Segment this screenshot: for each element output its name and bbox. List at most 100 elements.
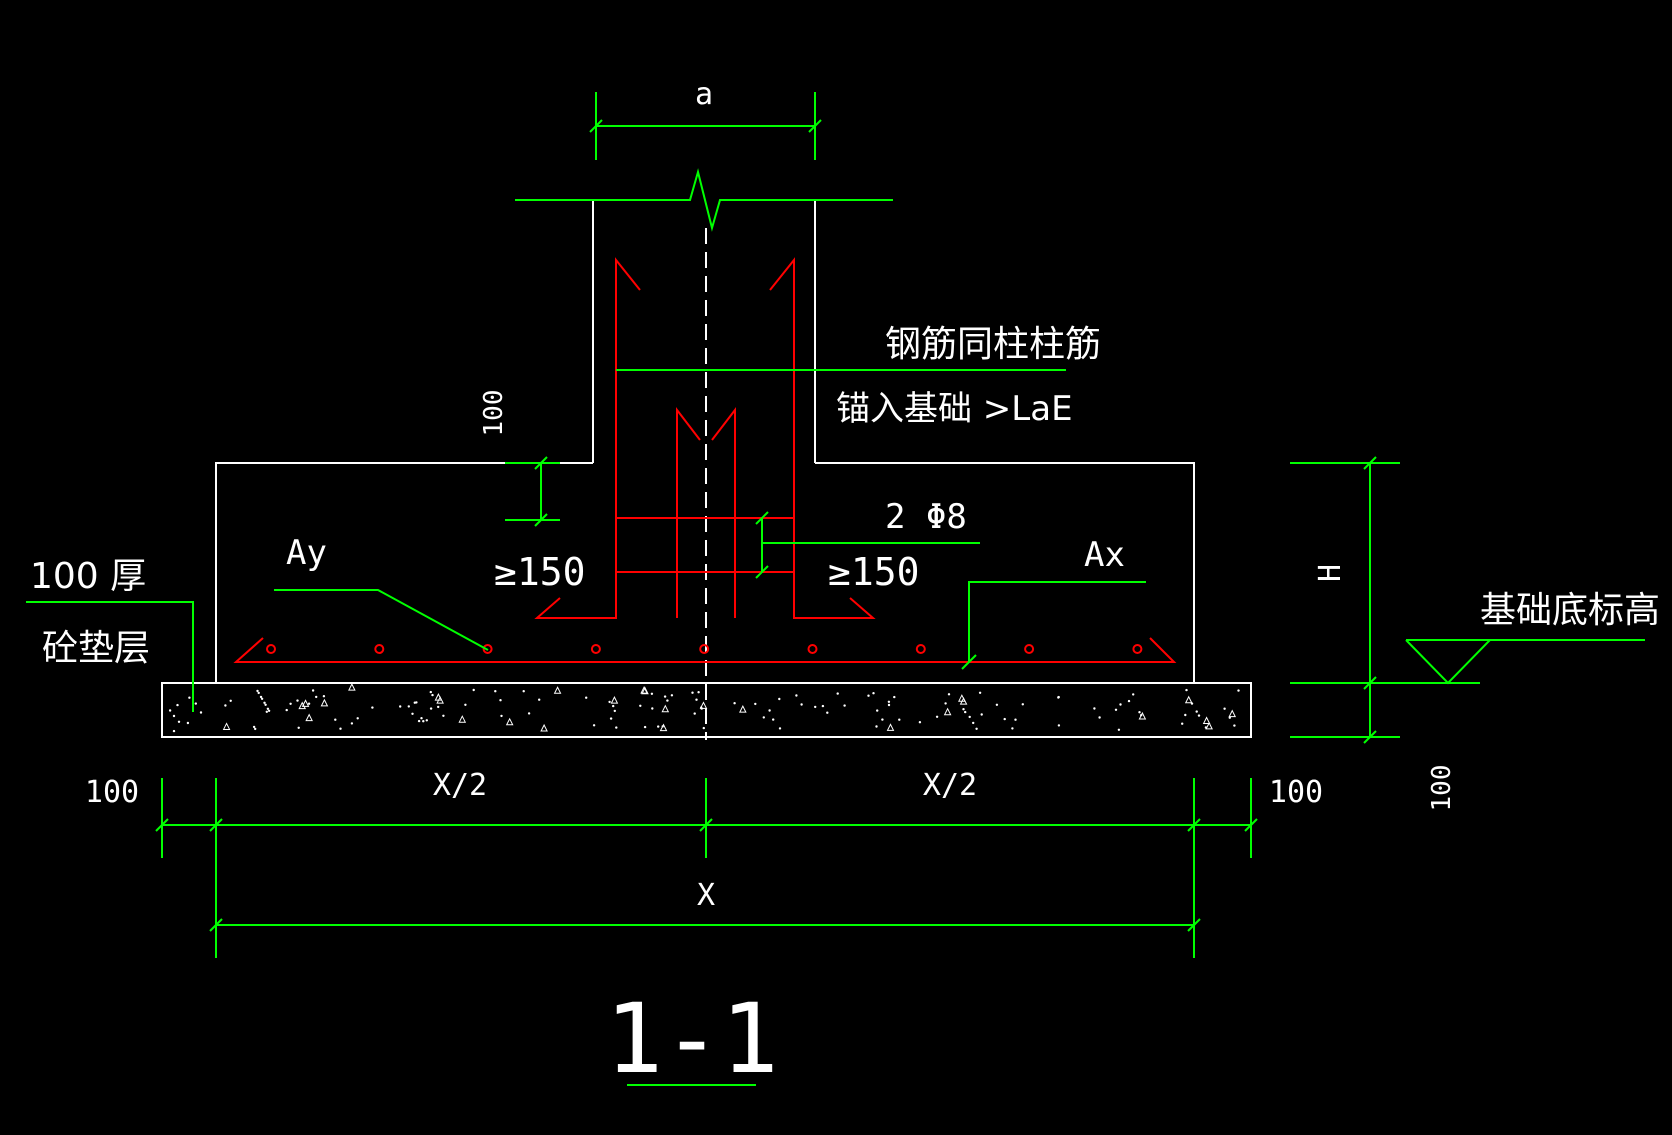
- hatch-triangle: [222, 722, 231, 730]
- bottom-bar-section: [1132, 644, 1143, 654]
- hatch-dot: [843, 704, 846, 707]
- hatch-triangle: [959, 697, 968, 705]
- hatch-dot: [256, 689, 259, 693]
- hatch-dot: [762, 716, 765, 719]
- hatch-dot: [1011, 727, 1014, 730]
- hatch-dot: [666, 699, 669, 702]
- label-stirrup: 2 Φ8: [885, 497, 967, 537]
- hatch-dot: [700, 707, 703, 710]
- hatch-dot: [795, 694, 798, 697]
- hatch-dot: [1237, 689, 1240, 692]
- label-min-150-right: ≥150: [828, 550, 920, 594]
- label-ay: Ay: [286, 533, 327, 573]
- hatch-dot: [887, 703, 891, 707]
- bottom-bar-section: [699, 644, 710, 654]
- hatch-triangle: [659, 723, 668, 732]
- label-ax: Ax: [1084, 535, 1125, 575]
- break-line: [515, 168, 893, 232]
- hatch-dot: [693, 712, 696, 715]
- dimension-lines: [26, 92, 1645, 1086]
- hatch-dot: [1233, 724, 1236, 727]
- hatch-dot: [1021, 703, 1024, 706]
- hatch-dot: [670, 694, 674, 697]
- hatch-triangle: [1138, 711, 1147, 720]
- hatch-triangle: [640, 686, 648, 694]
- hatch-dot: [322, 695, 326, 698]
- hatch-dot: [1195, 710, 1198, 713]
- hatch-triangle: [661, 704, 670, 713]
- hatch-dot: [1098, 716, 1101, 719]
- hatch-triangle: [1184, 695, 1193, 704]
- bottom-bar-section: [807, 644, 818, 654]
- hatch-dot: [429, 690, 432, 694]
- hatch-dot: [254, 727, 257, 731]
- hatch-dot: [1138, 711, 1141, 714]
- hatch-triangle: [320, 698, 329, 707]
- column-bar-left-inner: [676, 407, 701, 618]
- hatch-dot: [663, 695, 667, 698]
- label-dim-right-100: 100: [1269, 775, 1323, 810]
- hatch-dot: [285, 708, 288, 712]
- hatch-dot: [1057, 696, 1060, 699]
- hatch-dot: [429, 707, 433, 710]
- hatch-dot: [252, 725, 256, 729]
- hatch-dot: [172, 714, 176, 718]
- hatch-triangle: [1202, 716, 1211, 725]
- hatch-triangle: [298, 701, 307, 710]
- hatch-triangle: [348, 683, 356, 691]
- hatch-dot: [826, 711, 829, 714]
- hatch-dot: [500, 714, 503, 718]
- column-bar-right-inner: [711, 407, 736, 618]
- label-foundation-bottom-elevation: 基础底标高: [1480, 590, 1660, 631]
- hatch-dot: [527, 712, 531, 715]
- hatch-triangle: [739, 705, 747, 713]
- hatch-dot: [315, 695, 318, 699]
- hatch-dot: [1181, 722, 1184, 725]
- hatch-dot: [975, 727, 978, 730]
- hatch-triangle: [1205, 721, 1213, 730]
- hatch-dot: [442, 714, 445, 717]
- column-bar-left-outer: [534, 257, 641, 619]
- hatch-dot: [944, 702, 947, 705]
- hatch-dot: [1127, 699, 1131, 703]
- hatch-dot: [199, 711, 203, 714]
- bottom-bar-section: [266, 644, 276, 654]
- hatch-dot: [194, 702, 197, 705]
- hatch-dot: [1185, 688, 1188, 692]
- hatch-dot: [257, 691, 260, 695]
- hatch-dot: [371, 706, 374, 709]
- bottom-bar-section: [482, 644, 493, 654]
- label-foundation-height: H: [1313, 564, 1348, 582]
- hatch-dot: [893, 695, 896, 699]
- hatch-dot: [188, 696, 191, 699]
- bottom-bar-section: [915, 644, 926, 654]
- hatch-dot: [585, 696, 588, 699]
- hatch-dot: [296, 699, 299, 702]
- hatch-dot: [778, 697, 781, 701]
- hatch-dot: [356, 717, 359, 720]
- hatch-dot: [399, 705, 402, 708]
- hatch-dot: [867, 694, 870, 697]
- hatch-dot: [754, 702, 757, 706]
- hatch-dot: [538, 698, 541, 701]
- hatch-dot: [768, 709, 771, 712]
- label-cushion-thickness: 100 厚: [30, 556, 146, 597]
- hatch-dot: [691, 691, 694, 694]
- hatch-dot: [962, 708, 965, 711]
- hatch-dot: [1204, 726, 1208, 729]
- hatch-triangle: [641, 686, 649, 695]
- hatch-dot: [898, 718, 901, 721]
- hatch-dot: [702, 726, 705, 730]
- hatch-dot: [695, 698, 698, 701]
- hatch-dot: [772, 718, 775, 721]
- hatch-dot: [177, 720, 181, 723]
- hatch-dot: [1132, 693, 1135, 696]
- hatch-dot: [472, 688, 475, 692]
- hatch-dot: [413, 701, 416, 704]
- hatch-dot: [425, 719, 428, 722]
- bottom-mesh-bar: [233, 637, 1177, 663]
- hatch-dot: [918, 721, 922, 724]
- hatch-dot: [494, 690, 497, 693]
- hatch-dot: [260, 697, 264, 700]
- hatch-triangle: [301, 699, 310, 707]
